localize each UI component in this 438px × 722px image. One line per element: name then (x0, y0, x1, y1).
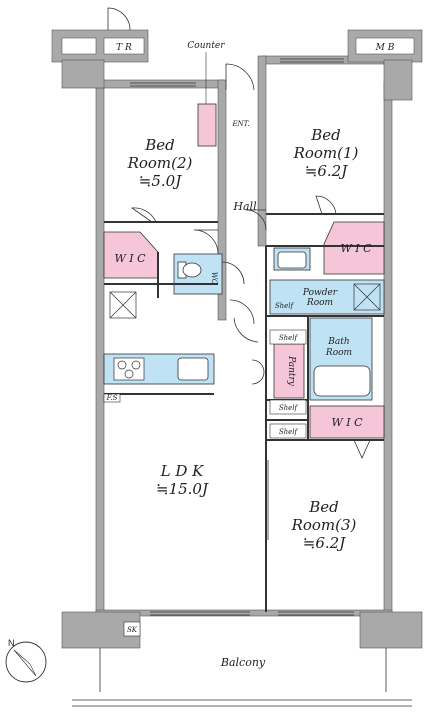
fs-box (103, 393, 121, 403)
hall-label: Hall (232, 200, 257, 213)
wc-label: WC (210, 272, 218, 285)
wic-bed1-label: W I C (340, 242, 372, 255)
bed3-label-1: Bed (308, 498, 339, 516)
shelf-2 (269, 399, 307, 415)
bath-label-2: Room (325, 348, 352, 358)
wic-bed3 (309, 405, 385, 439)
powder-room (269, 279, 385, 315)
entrance-label: ENT. (231, 120, 249, 128)
kitchen-sink (177, 357, 209, 381)
counter-label: Counter (187, 41, 225, 51)
fridge-space (109, 291, 137, 319)
entrance-shoe-closet (197, 103, 217, 147)
pantry-label: Pantry (286, 355, 296, 387)
north-compass: N (5, 638, 47, 683)
mb-box: M B (355, 37, 415, 55)
powder-label-1: Powder (302, 288, 338, 298)
tr-box: T R (61, 7, 145, 55)
bed2-label-1: Bed (144, 136, 175, 154)
shelf-1 (269, 329, 307, 345)
sk-box (123, 621, 141, 637)
powder-label-2: Room (306, 298, 333, 308)
bed1-label-1: Bed (310, 126, 341, 144)
windows (130, 58, 354, 616)
sk-label: SK (127, 626, 138, 634)
powder-sink (277, 251, 307, 269)
ldk-area: ≒15.0J (156, 480, 209, 498)
wic-bed2-label: W I C (114, 252, 146, 265)
bed1-label-2: Room(1) (293, 144, 359, 162)
fs-label: F.S (106, 394, 118, 402)
wic-bed3-label: W I C (331, 416, 363, 429)
stove (113, 357, 145, 381)
shelf-3-label: Shelf (279, 428, 299, 436)
bed2-label-2: Room(2) (127, 154, 193, 172)
bed2-area: ≒5.0J (139, 172, 182, 190)
bathtub (313, 365, 371, 397)
tr-label: T R (116, 43, 132, 53)
doors (130, 63, 371, 540)
powder-shelf-label: Shelf (275, 302, 295, 310)
washing-machine (353, 283, 381, 311)
ldk-label: L D K (160, 462, 205, 480)
wic-bed1 (323, 221, 385, 275)
mb-label: M B (375, 43, 395, 53)
bed3-label-2: Room(3) (291, 516, 357, 534)
balcony-label: Balcony (220, 656, 266, 669)
toilet (177, 261, 202, 279)
north-label: N (8, 638, 15, 648)
interior-walls (104, 213, 384, 612)
balcony (72, 648, 412, 707)
bed1-area: ≒6.2J (305, 162, 348, 180)
shelf-1-label: Shelf (279, 334, 299, 342)
bed3-area: ≒6.2J (303, 534, 346, 552)
shelf-3 (269, 423, 307, 439)
bath-label-1: Bath (327, 337, 349, 347)
shelf-2-label: Shelf (279, 404, 299, 412)
